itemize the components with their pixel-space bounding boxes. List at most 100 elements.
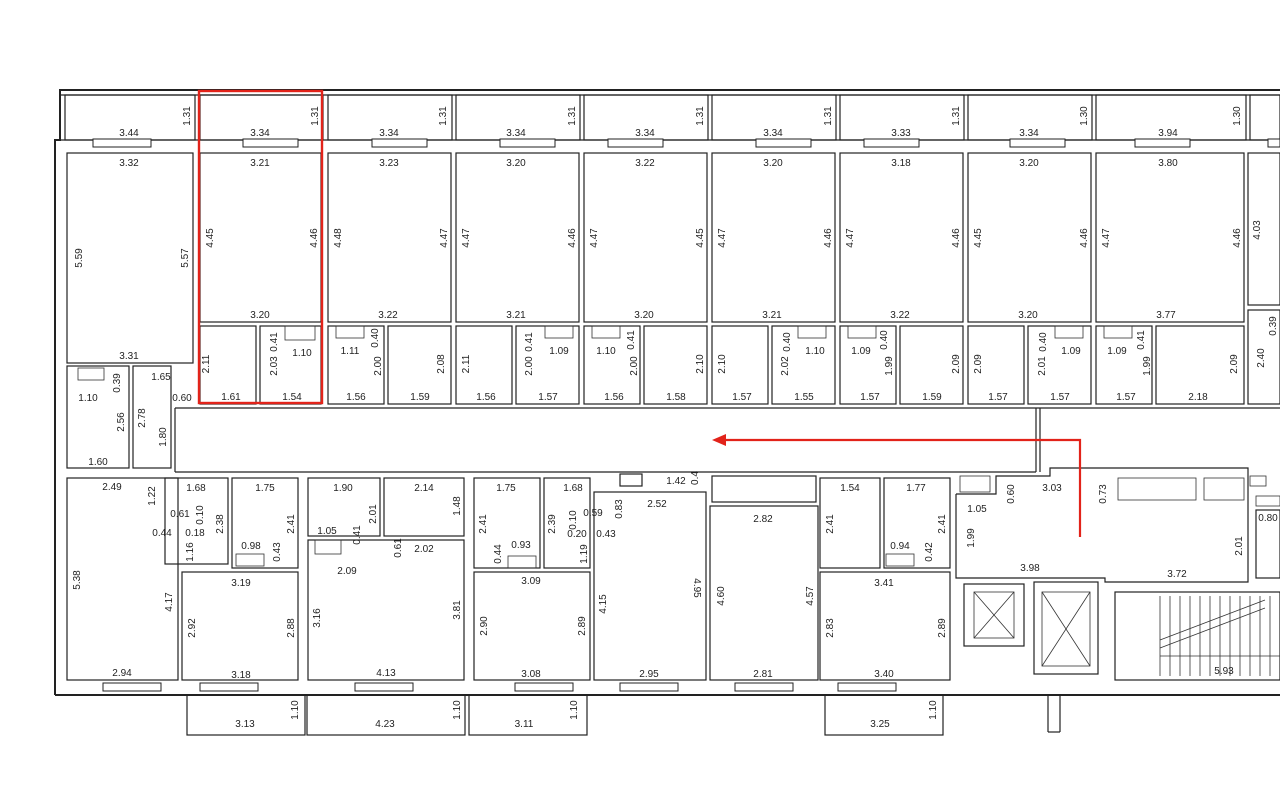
stair-treads xyxy=(1159,596,1280,676)
dim-label: 1.09 xyxy=(1107,346,1127,357)
dim-label: 3.31 xyxy=(119,351,139,362)
dim-label: 2.10 xyxy=(695,354,706,374)
dim-label: 1.65 xyxy=(151,372,171,383)
dim-label: 3.20 xyxy=(1019,158,1039,169)
dim-label: 4.47 xyxy=(845,228,856,248)
dim-label: 3.20 xyxy=(634,310,654,321)
dim-label: 2.02 xyxy=(414,544,434,555)
dim-label: 1.31 xyxy=(951,106,962,126)
dim-label: 4.57 xyxy=(805,586,816,606)
dim-label: 2.03 xyxy=(269,356,280,376)
dim-label: 3.11 xyxy=(515,719,534,730)
dim-label: 1.19 xyxy=(579,544,590,564)
highlighted-apartment[interactable] xyxy=(197,89,324,405)
dim-label: 2.18 xyxy=(1188,392,1208,403)
dim-label: 1.68 xyxy=(186,483,206,494)
dim-label: 2.14 xyxy=(414,483,434,494)
dim-label: 2.09 xyxy=(951,354,962,374)
dim-label: 1.58 xyxy=(666,392,686,403)
dim-label: 4.15 xyxy=(598,594,609,614)
dim-label: 4.45 xyxy=(205,228,216,248)
dim-label: 4.48 xyxy=(333,228,344,248)
dim-label: 0.40 xyxy=(370,328,381,348)
red-arrow-icon xyxy=(712,434,1082,537)
dim-label: 1.31 xyxy=(823,106,834,126)
dim-label: 2.89 xyxy=(937,618,948,638)
dim-label: 3.98 xyxy=(1020,563,1040,574)
dim-label: 5.38 xyxy=(72,570,83,590)
dim-label: 3.20 xyxy=(1018,310,1038,321)
dim-label: 1.57 xyxy=(1116,392,1136,403)
dim-label: 1.09 xyxy=(851,346,871,357)
dim-label: 0.83 xyxy=(614,499,625,519)
dim-label: 1.57 xyxy=(988,392,1008,403)
dim-label: 3.22 xyxy=(635,158,655,169)
dim-label: 1.77 xyxy=(906,483,926,494)
dim-label: 3.21 xyxy=(506,310,526,321)
dim-label: 1.80 xyxy=(158,427,169,447)
dim-label: 2.81 xyxy=(753,669,773,680)
dim-label: 0.93 xyxy=(511,540,531,551)
dim-label: 1.57 xyxy=(860,392,880,403)
dim-label: 5.93 xyxy=(1214,666,1234,677)
dim-label: 3.19 xyxy=(231,578,251,589)
dim-label: 0.10 xyxy=(195,505,206,525)
dim-label: 3.03 xyxy=(1042,483,1062,494)
dim-label: 2.01 xyxy=(368,504,379,524)
dim-label: 4.46 xyxy=(1232,228,1243,248)
dim-label: 3.34 xyxy=(250,128,270,139)
dim-label: 0.40 xyxy=(879,330,890,350)
dim-label: 1.05 xyxy=(967,504,987,515)
dim-label: 5.59 xyxy=(74,248,85,268)
dim-label: 3.18 xyxy=(231,670,251,681)
dim-label: 2.40 xyxy=(1256,348,1267,368)
dim-label: 2.11 xyxy=(461,354,472,373)
dim-label: 1.75 xyxy=(255,483,275,494)
dim-label: 0.41 xyxy=(352,525,363,545)
dim-label: 2.49 xyxy=(102,482,122,493)
dim-label: 1.10 xyxy=(292,348,312,359)
dim-label: 0.43 xyxy=(272,542,283,562)
dim-label: 4.60 xyxy=(716,586,727,606)
dim-label: 0.98 xyxy=(241,541,261,552)
dim-label: 1.11 xyxy=(341,346,360,357)
dim-label: 3.77 xyxy=(1156,310,1176,321)
dim-label: 2.95 xyxy=(639,669,659,680)
dim-label: 2.38 xyxy=(215,514,226,534)
dim-label: 0.61 xyxy=(170,509,190,520)
dim-label: 0.73 xyxy=(1098,484,1109,504)
dim-label: 1.10 xyxy=(452,700,463,720)
dim-label: 1.10 xyxy=(805,346,825,357)
dim-label: 1.57 xyxy=(1050,392,1070,403)
dim-label: 2.00 xyxy=(524,356,535,376)
dim-label: 1.54 xyxy=(840,483,860,494)
dim-label: 3.34 xyxy=(1019,128,1039,139)
stairs-icon xyxy=(1114,591,1280,681)
dim-label: 0.60 xyxy=(172,393,192,404)
dim-label: 1.42 xyxy=(666,476,686,487)
dim-label: 2.92 xyxy=(187,618,198,638)
dim-label: 4.46 xyxy=(1079,228,1090,248)
dim-label: 5.57 xyxy=(180,248,191,268)
bottom-balconies xyxy=(186,694,944,736)
dim-label: 1.31 xyxy=(182,106,193,126)
dim-label: 2.88 xyxy=(286,618,297,638)
dim-label: 4.46 xyxy=(567,228,578,248)
dim-label: 0.18 xyxy=(185,528,205,539)
dim-label: 0.80 xyxy=(1258,513,1278,524)
dim-label: 0.4 xyxy=(690,471,701,485)
dim-label: 0.40 xyxy=(1038,332,1049,352)
dim-label: 1.59 xyxy=(922,392,942,403)
dim-label: 0.10 xyxy=(568,510,579,530)
dim-label: 0.41 xyxy=(524,332,535,352)
dim-label: 2.41 xyxy=(286,514,297,534)
dim-label: 3.80 xyxy=(1158,158,1178,169)
dim-label: 3.20 xyxy=(506,158,526,169)
dim-label: 1.61 xyxy=(221,392,241,403)
dim-label: 3.13 xyxy=(235,719,255,730)
dim-label: 3.34 xyxy=(379,128,399,139)
dim-label: 3.23 xyxy=(379,158,399,169)
dim-label: 2.39 xyxy=(547,514,558,534)
windows xyxy=(92,138,1280,692)
